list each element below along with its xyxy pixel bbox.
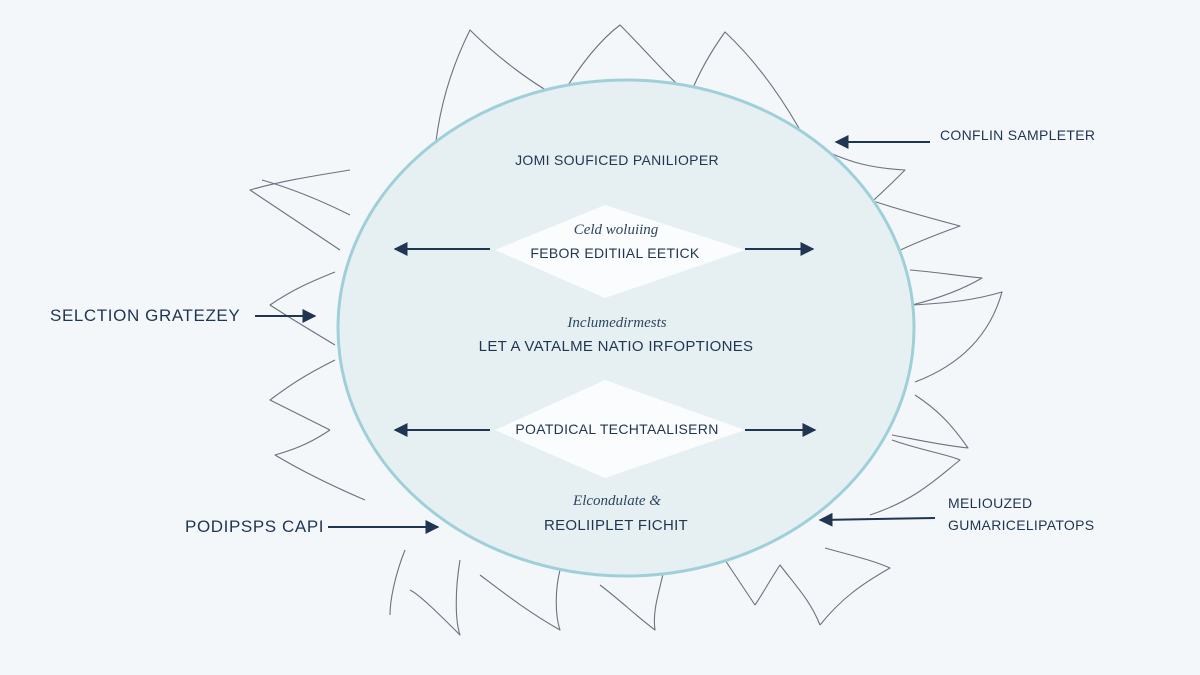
center-bottom-label: REOLIIPLET FICHIT [543, 517, 689, 534]
middle-caption: Inclumedirmests [567, 315, 667, 331]
callout-bottom-left: PODIPSPS CAPI [185, 517, 325, 536]
center-bottom-caption: Elcondulate & [573, 493, 661, 509]
inner-arrows [393, 242, 817, 437]
callout-arrows [255, 135, 936, 534]
center-top-label: JOMI SOUFICED PANILIOPER [515, 152, 719, 168]
main-circle [336, 78, 916, 578]
diamond-bottom [495, 380, 745, 478]
callout-left: SELCTION GRATEZEY [50, 306, 241, 325]
diamond-top-label: FEBOR EDITIIAL EETICK [530, 245, 700, 261]
diamond-top [495, 205, 745, 298]
arrow-bottom-right [818, 512, 936, 527]
callout-bottom-right-1: MELIOUZED [948, 495, 1033, 511]
callout-top-right: CONFLIN SAMPLETER [940, 127, 1096, 143]
diamond-bottom-label: POATDICAL TECHTAALISERN [515, 421, 719, 437]
callout-bottom-right-2: GUMARICELIPATOPS [948, 517, 1095, 533]
diamond-top-caption: Celd woluiing [573, 222, 659, 238]
middle-label: LET A VATALME NATIO IRFOPTIONES [478, 338, 754, 355]
petal-outlines [249, 24, 1003, 636]
